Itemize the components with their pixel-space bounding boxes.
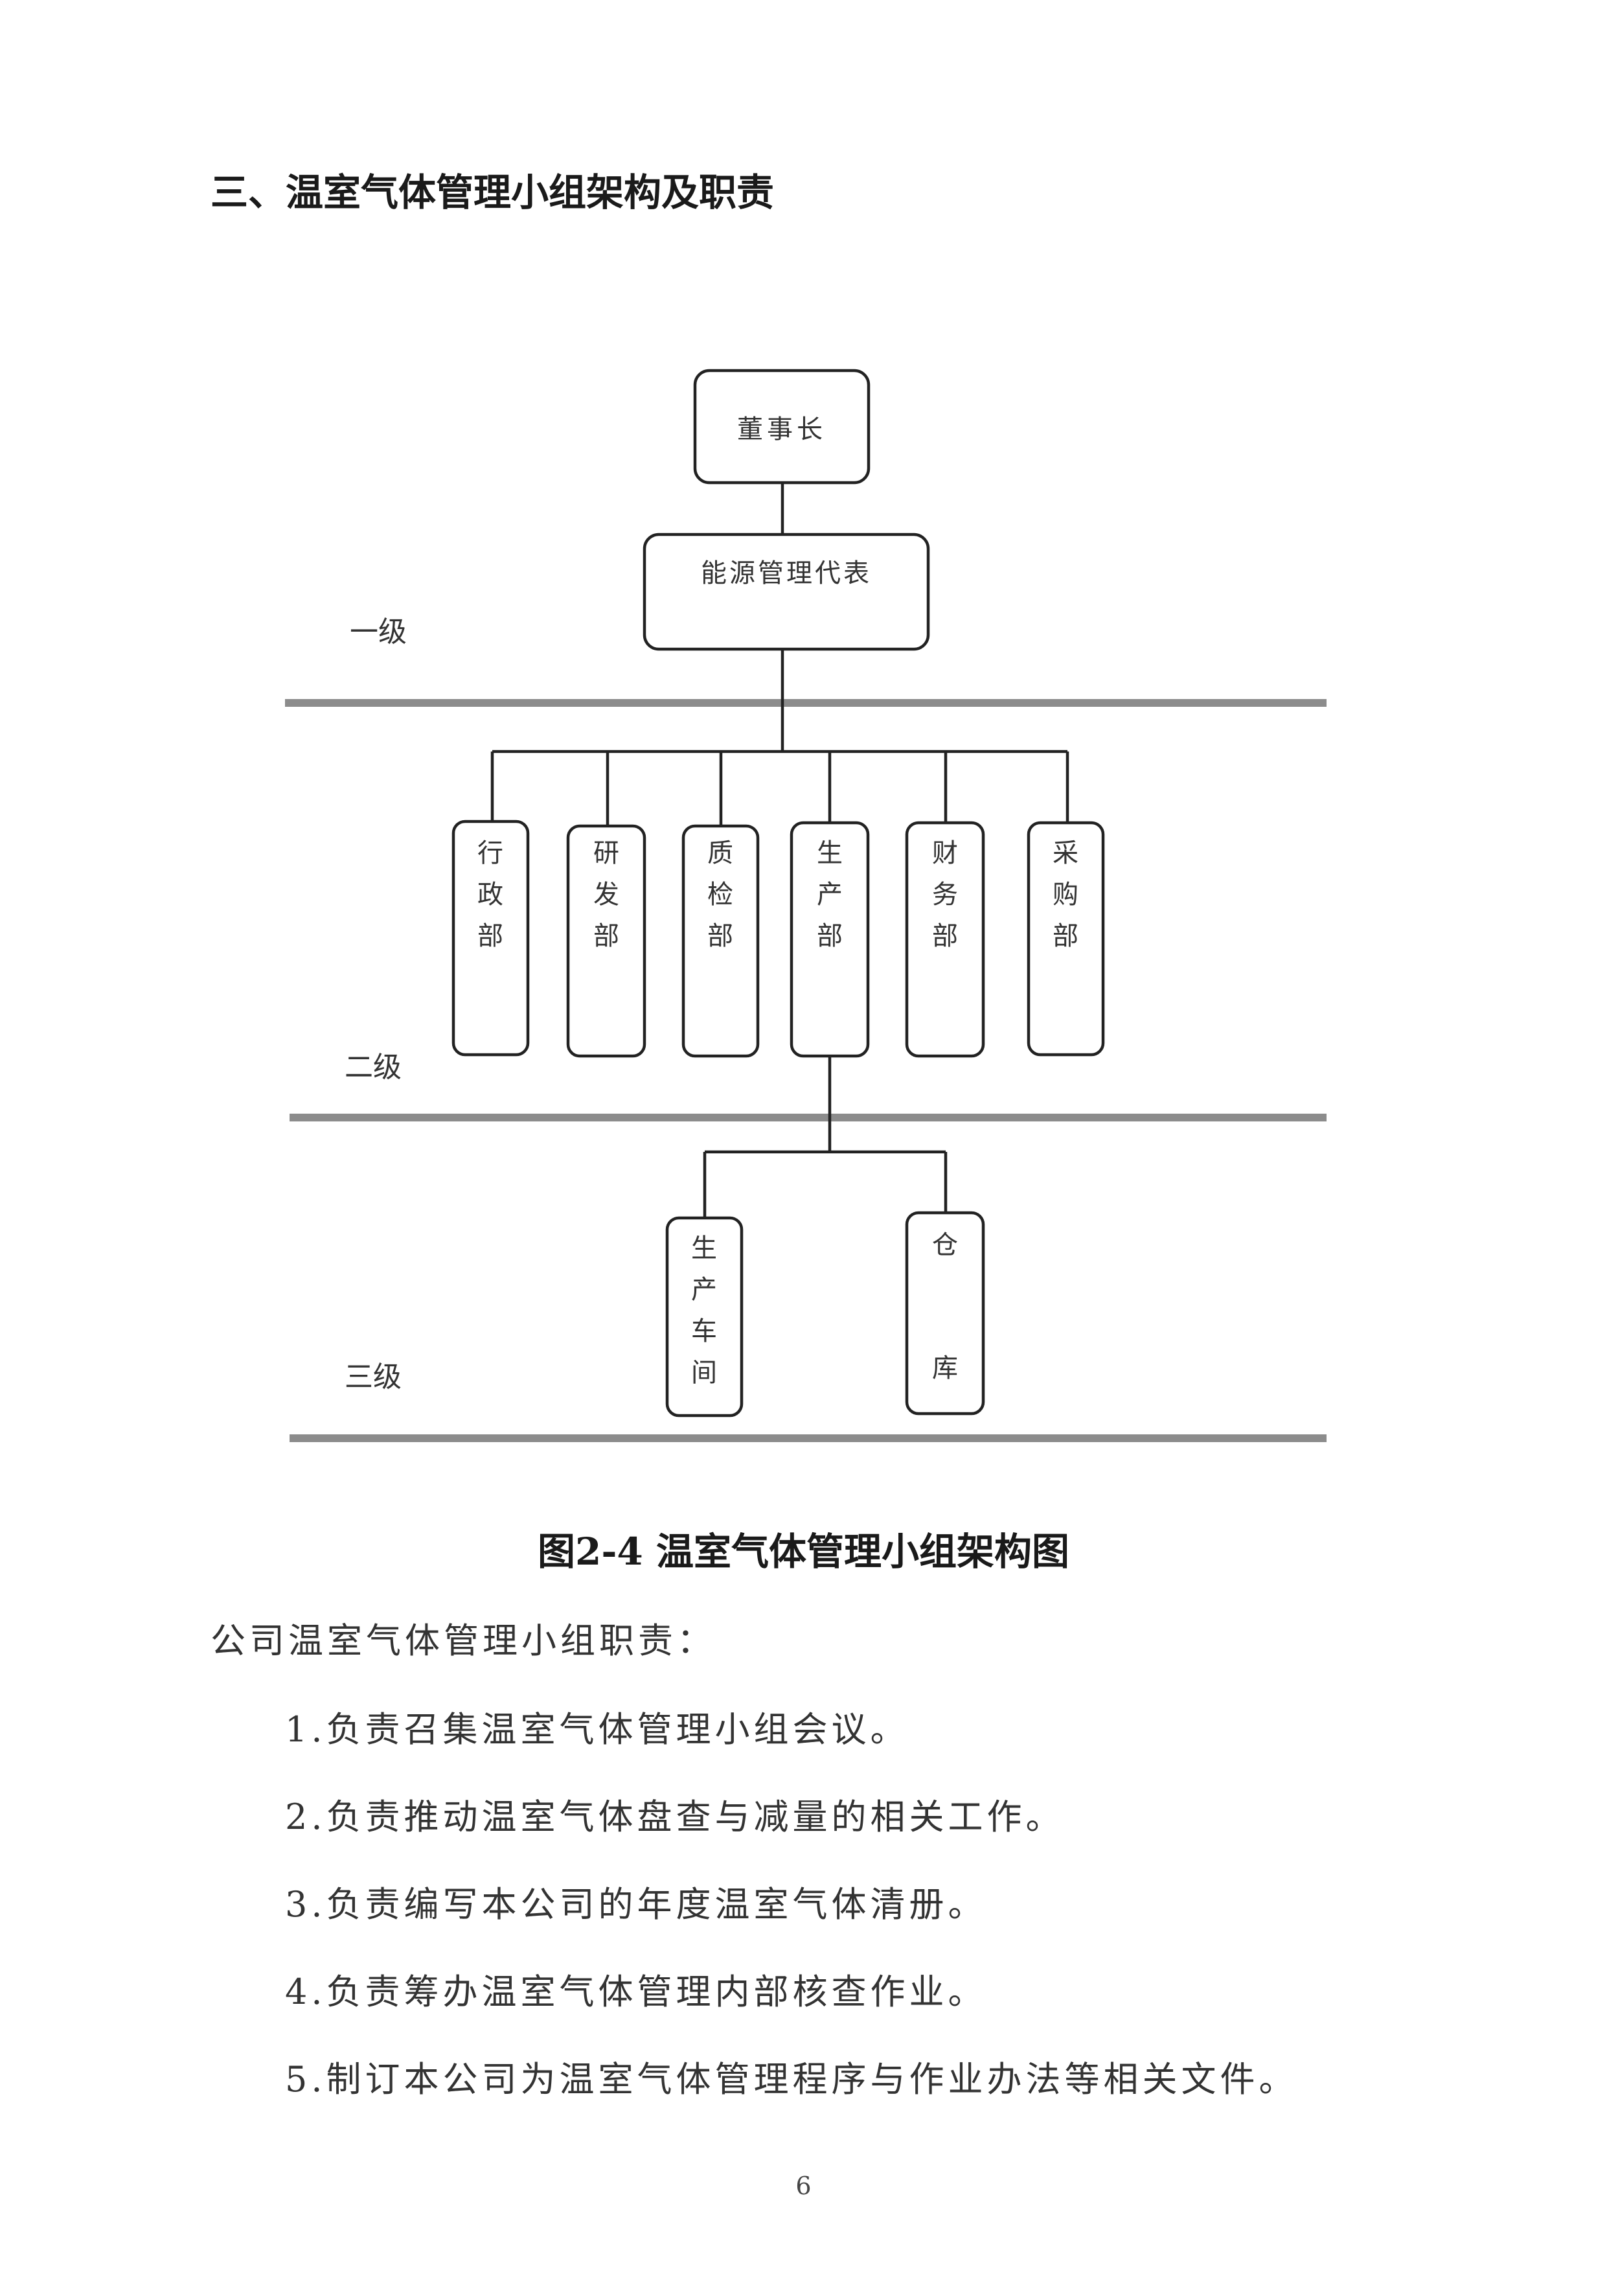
figure-caption: 图2-4 温室气体管理小组架构图 (538, 1530, 1069, 1574)
page-number: 6 (795, 2172, 812, 2200)
level-label-1: 一级 (350, 615, 407, 649)
dept-box-production (790, 821, 870, 1058)
unit-box-workshop (665, 1216, 744, 1418)
dept-box-finance (905, 821, 985, 1058)
dept-label: 研发部 (593, 838, 619, 951)
dept-label: 行政部 (477, 838, 503, 951)
duty-item: 2.负责推动温室气体盘查与减量的相关工作。 (285, 1797, 1065, 1837)
energy-rep-label: 能源管理代表 (701, 558, 872, 588)
dept-box-admin (451, 820, 530, 1057)
duty-item: 4.负责筹办温室气体管理内部核查作业。 (285, 1971, 987, 2012)
section-heading: 三、温室气体管理小组架构及职责 (211, 170, 775, 214)
duty-item: 5.制订本公司为温室气体管理程序与作业办法等相关文件。 (285, 2059, 1298, 2100)
unit-labels: 生产车间 仓库 (691, 1230, 958, 1388)
dept-box-rnd (566, 824, 646, 1058)
chairman-label: 董事长 (737, 415, 826, 444)
level-label-3: 三级 (345, 1360, 402, 1394)
dept-label: 生产部 (817, 838, 843, 951)
unit-label: 仓库 (932, 1230, 958, 1383)
dept-box-purchasing (1027, 821, 1105, 1057)
unit-box-warehouse (905, 1211, 985, 1416)
level-label-2: 二级 (345, 1051, 402, 1084)
energy-rep-box (643, 533, 930, 651)
duty-item: 3.负责编写本公司的年度温室气体清册。 (285, 1884, 987, 1925)
chairman-box (693, 369, 871, 485)
unit-label: 生产车间 (691, 1234, 717, 1388)
dept-label: 采购部 (1053, 838, 1078, 951)
dept-box-qc (681, 824, 760, 1058)
dept-label: 质检部 (707, 838, 733, 951)
duties-intro: 公司温室气体管理小组职责： (211, 1620, 716, 1661)
dept-label: 财务部 (932, 838, 958, 951)
duty-item: 1.负责召集温室气体管理小组会议。 (285, 1709, 909, 1750)
dept-labels: 行政部 研发部 质检部 生产部 财务部 采购部 (477, 838, 1078, 951)
